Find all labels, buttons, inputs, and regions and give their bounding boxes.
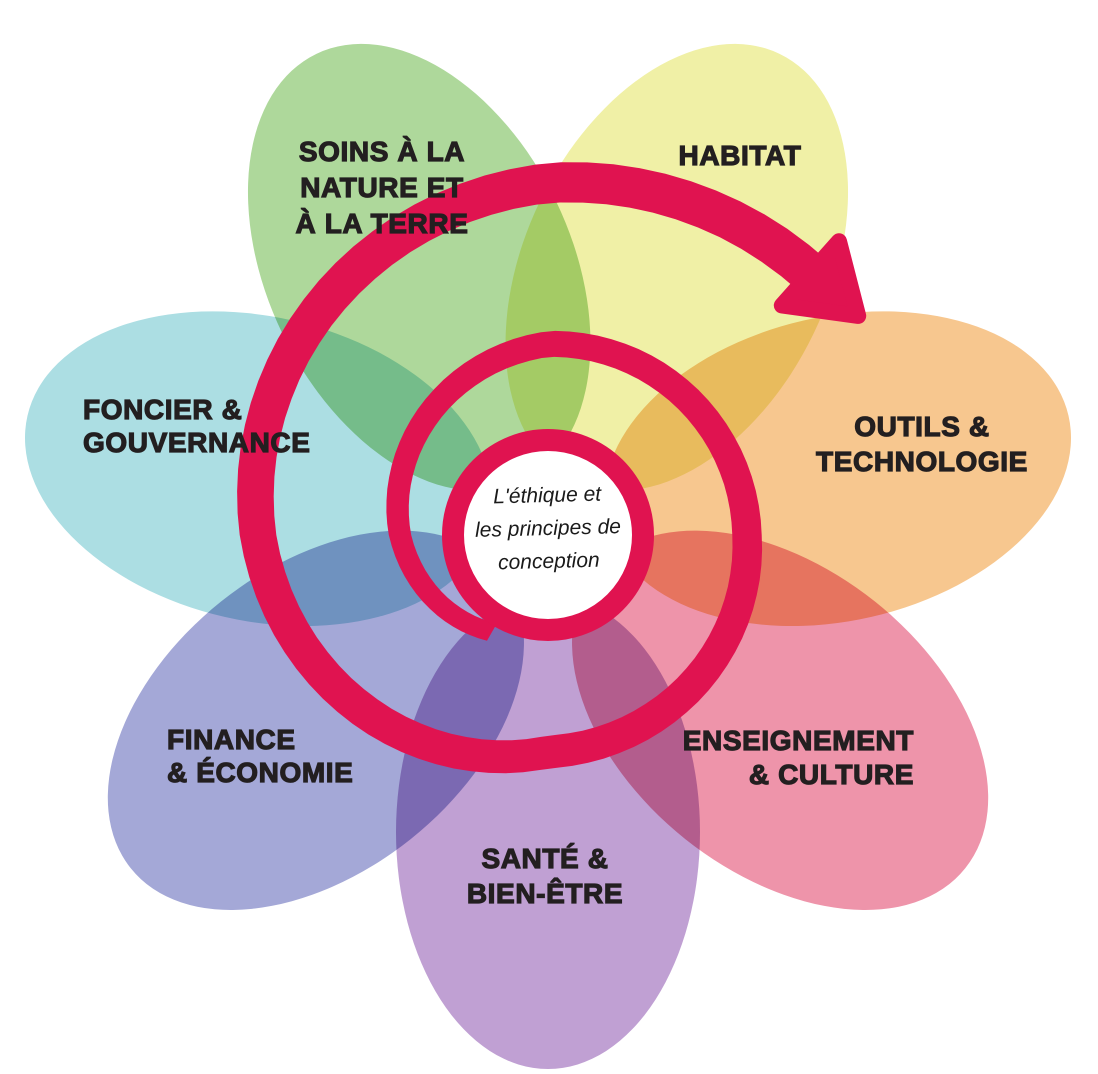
petal-label-soins: SOINS À LA NATURE ET À LA TERRE: [232, 134, 532, 242]
spiral-arrowhead-icon: [773, 233, 867, 324]
petal-label-enseignement: ENSEIGNEMENT & CULTURE: [614, 724, 914, 792]
label-line: SANTÉ &: [481, 842, 609, 874]
label-line: & ÉCONOMIE: [166, 756, 354, 788]
petal-label-finance: FINANCE & ÉCONOMIE: [166, 723, 487, 789]
label-line: À LA TERRE: [295, 207, 469, 239]
label-line: FINANCE: [166, 723, 296, 755]
label-line: & CULTURE: [748, 758, 914, 790]
label-line: OUTILS &: [854, 410, 990, 442]
label-line: GOUVERNANCE: [82, 426, 311, 458]
petal-finance: [107, 530, 524, 910]
label-line: ENSEIGNEMENT: [682, 724, 914, 756]
design-process-spiral: [237, 162, 831, 774]
center-ethics-circle: [442, 429, 654, 641]
label-line: SOINS À LA: [298, 135, 466, 167]
petal-label-foncier: FONCIER & GOUVERNANCE: [82, 393, 403, 459]
center-line: L'éthique et: [492, 482, 602, 509]
center-ethics-label: L'éthique et les principes de conception: [447, 476, 650, 580]
label-line: HABITAT: [678, 139, 802, 171]
label-line: BIEN-ÊTRE: [466, 877, 624, 909]
label-line: FONCIER &: [82, 393, 243, 425]
center-line: les principes de: [474, 515, 622, 542]
center-line: conception: [497, 548, 600, 575]
petal-label-outils: OUTILS & TECHNOLOGIE: [772, 409, 1072, 479]
petal-label-habitat: HABITAT: [590, 138, 890, 174]
petal-label-sante: SANTÉ & BIEN-ÊTRE: [395, 841, 695, 911]
label-line: NATURE ET: [300, 171, 464, 203]
label-line: TECHNOLOGIE: [815, 445, 1028, 477]
